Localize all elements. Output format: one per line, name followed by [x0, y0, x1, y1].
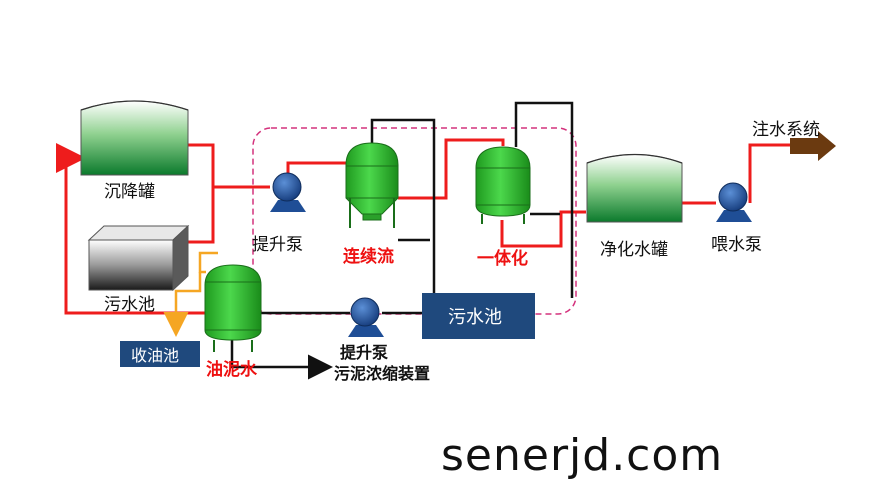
- lift-pump-top: [270, 172, 306, 212]
- sedimentation-tank-label: 沉降罐: [104, 182, 155, 202]
- sludge-thickening-label: 污泥浓缩装置: [334, 364, 430, 383]
- sewage-pool-right-label: 污水池: [448, 307, 502, 328]
- oil-sludge-water-label: 油泥水: [206, 359, 258, 380]
- integrated-unit-label: 一体化: [477, 248, 528, 269]
- sewage-pool-left-label: 污水池: [104, 295, 155, 315]
- oil-collection-pool-label: 收油池: [131, 346, 179, 365]
- pipe-return-loop: [56, 143, 205, 315]
- feed-pump: [716, 182, 752, 222]
- treatment-unit-boundary: [252, 127, 577, 315]
- lift-pump-bottom: [348, 297, 384, 337]
- pipe-feed-to-injection: [748, 143, 790, 203]
- pipe-pool-to-pump: [188, 187, 215, 244]
- watermark-text: senerjd.com: [441, 430, 723, 481]
- lift-pump-bottom-label: 提升泵: [340, 343, 388, 362]
- pipe-pump-to-cf: [286, 161, 346, 176]
- continuous-flow-label: 连续流: [343, 246, 394, 267]
- purified-water-tank-label: 净化水罐: [600, 240, 668, 260]
- pipe-cf-overflow: [370, 118, 436, 293]
- sedimentation-tank: [80, 100, 189, 176]
- pipe-sed-to-pump: [188, 143, 270, 189]
- sewage-pool-right-box: [422, 293, 535, 339]
- oil-collection-pool-box: [120, 341, 200, 367]
- pipe-to-thickener: [230, 338, 333, 380]
- oil-pipe-top: [198, 251, 218, 274]
- pipe-int-to-purified: [500, 210, 586, 248]
- water-injection-arrow-icon: [790, 131, 836, 161]
- continuous-flow-vessel: [345, 142, 399, 228]
- pipe-cf-to-int: [398, 138, 505, 200]
- red-pipes: [56, 138, 790, 315]
- purified-water-tank: [586, 153, 683, 223]
- orange-oil-pipe: [163, 251, 218, 337]
- black-pipes: [230, 101, 574, 380]
- feed-pump-label: 喂水泵: [711, 235, 762, 255]
- oil-pipe-down: [163, 272, 202, 337]
- integrated-vessel: [475, 146, 531, 224]
- pipe-int-overflow: [514, 101, 574, 298]
- lift-pump-top-label: 提升泵: [252, 235, 303, 255]
- water-injection-system-label: 注水系统: [752, 120, 820, 140]
- sewage-pool-left: [87, 224, 190, 292]
- oil-sludge-vessel: [204, 264, 262, 352]
